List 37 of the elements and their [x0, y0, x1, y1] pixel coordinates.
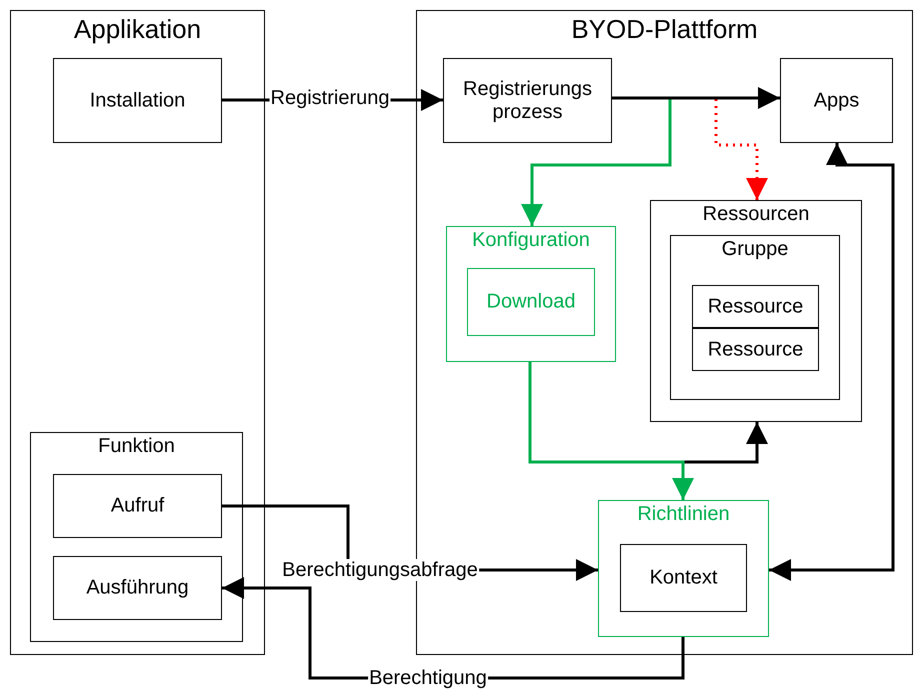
- heading: BYOD-Plattform: [570, 15, 759, 44]
- resource-box: [692, 328, 819, 371]
- process-box: [443, 58, 612, 143]
- process-box: [467, 268, 595, 336]
- edge-label: Berechtigung: [368, 667, 488, 689]
- heading: Richtlinien: [636, 503, 731, 526]
- process-box: [53, 556, 222, 620]
- group-box: [598, 500, 769, 637]
- process-box: [53, 474, 222, 538]
- edge-label: Registrierung: [270, 87, 390, 109]
- label-text: Ressource: [706, 295, 804, 318]
- group-box: [650, 200, 862, 422]
- label-text: Apps: [812, 89, 860, 112]
- label-text: Download: [486, 290, 576, 314]
- label-text: Installation: [88, 89, 186, 112]
- applikation-panel: [10, 10, 265, 655]
- heading: Applikation: [72, 15, 202, 44]
- arrow: [528, 362, 694, 500]
- arrow: [612, 87, 780, 109]
- group-box: [446, 226, 616, 362]
- heading: Funktion: [97, 435, 176, 458]
- heading: Konfiguration: [471, 229, 591, 252]
- process-box: [620, 544, 747, 612]
- arrow: [769, 143, 894, 581]
- label-text: Ausführung: [85, 576, 190, 600]
- group-box: [670, 235, 840, 400]
- process-box: [780, 58, 893, 143]
- resource-box: [692, 285, 819, 328]
- group-box: [30, 432, 243, 642]
- heading: Gruppe: [720, 238, 790, 261]
- label-text: Kontext: [648, 566, 718, 590]
- process-box: [53, 58, 222, 143]
- label-text: Aufruf: [110, 494, 166, 518]
- edge-label: Berechtigungsabfrage: [281, 559, 479, 581]
- label-text: Registrierungs prozess: [462, 78, 593, 124]
- heading: Ressourcen: [702, 203, 810, 226]
- label-text: Ressource: [706, 338, 804, 361]
